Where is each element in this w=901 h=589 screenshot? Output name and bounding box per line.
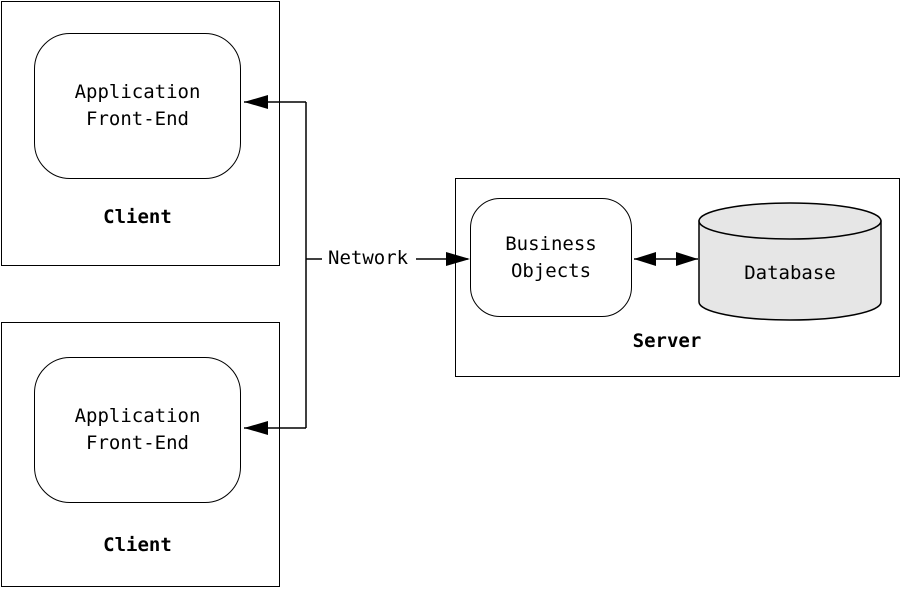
- database-body: [698, 220, 882, 321]
- application-front-end-1: Application Front-End: [34, 33, 241, 179]
- business-line2: Objects: [510, 259, 592, 282]
- app-line1-2: Application: [74, 405, 201, 427]
- client-label-1: Client: [103, 206, 172, 228]
- arrowhead-left-business: [634, 252, 656, 266]
- server-label: Server: [632, 330, 702, 352]
- arrowhead-server: [446, 252, 470, 266]
- app-line2-1: Front-End: [86, 108, 189, 130]
- application-front-end-2: Application Front-End: [34, 357, 241, 503]
- database-top: [698, 202, 882, 240]
- database-label: Database: [744, 262, 836, 284]
- arrowhead-client-1: [244, 95, 268, 109]
- arrowhead-client-2: [244, 421, 268, 435]
- business-objects: Business Objects: [470, 198, 632, 317]
- app-line2-2: Front-End: [86, 432, 189, 454]
- network-label: Network: [324, 247, 413, 269]
- app-line1-1: Application: [74, 81, 201, 103]
- client-label-2: Client: [103, 534, 172, 556]
- database-cylinder: [698, 202, 882, 321]
- business-line1: Business: [505, 232, 597, 255]
- arrowhead-right-database: [676, 252, 698, 266]
